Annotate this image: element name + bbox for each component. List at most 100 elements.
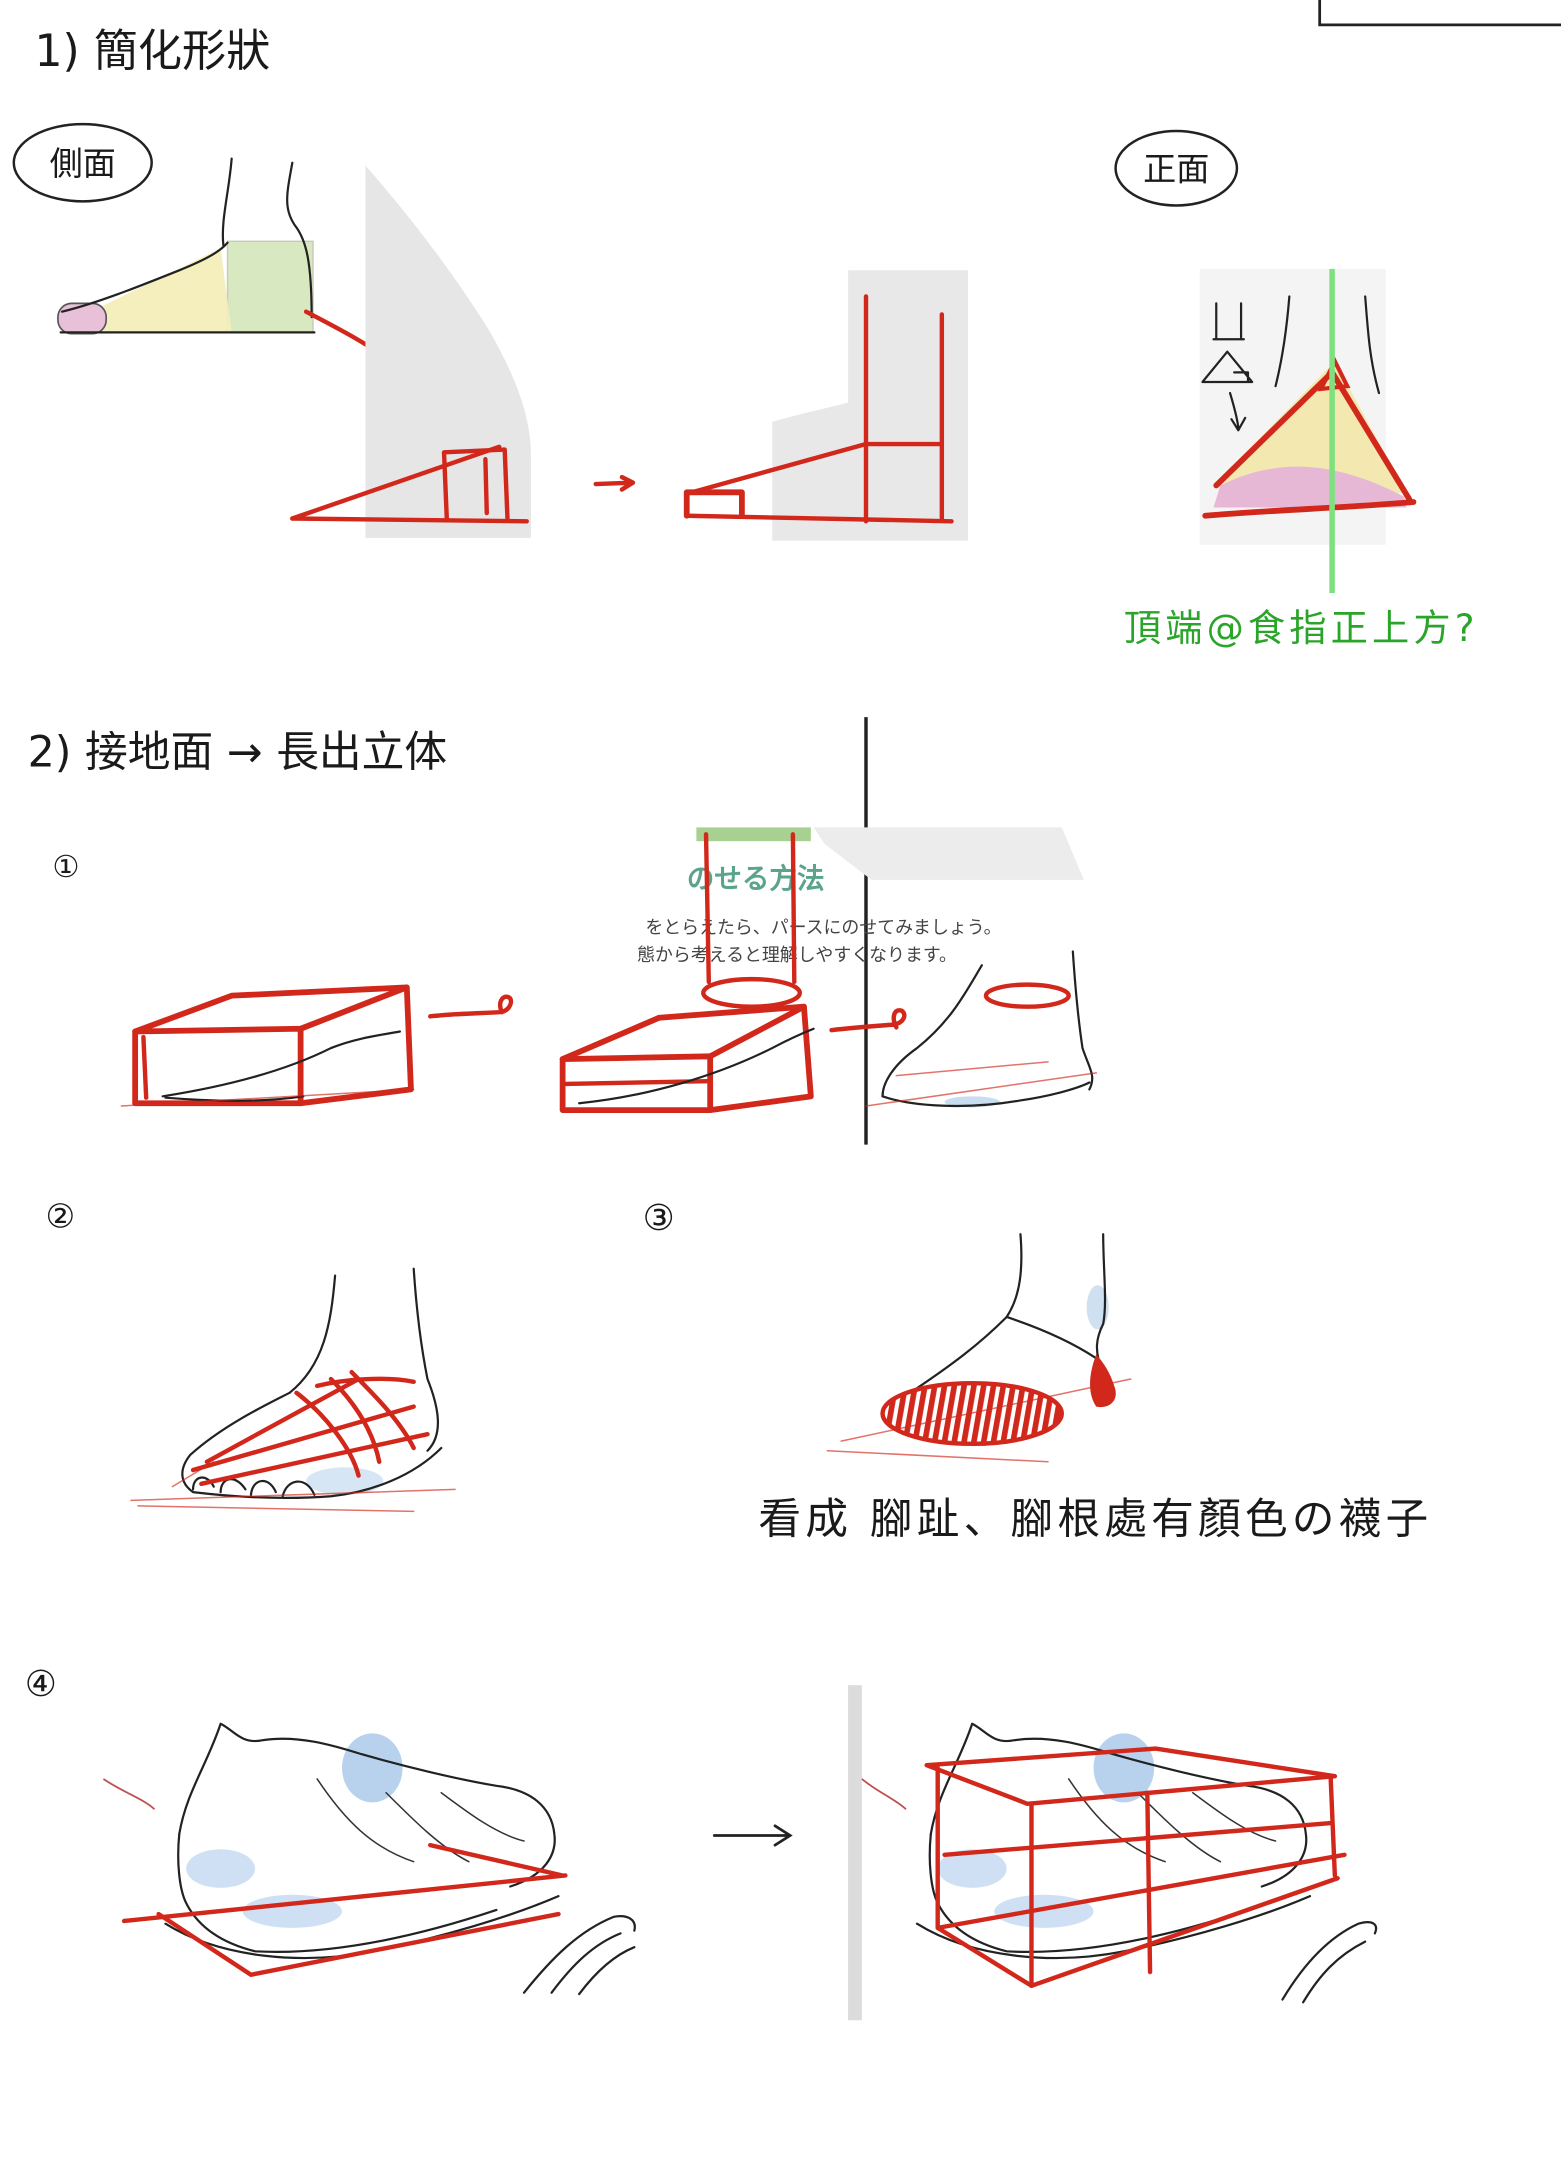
black-arrow (712, 1824, 793, 1847)
leg-right-line (1364, 295, 1381, 395)
sock-heel-area (1090, 1354, 1116, 1408)
toe-block (57, 302, 108, 335)
step1-marker: ① (52, 850, 79, 885)
toes-leg-front (288, 1274, 337, 1394)
side-label-text: 側面 (50, 144, 116, 183)
box1-front-inner (141, 1034, 149, 1100)
section2-title: 2) 接地面 → 長出立体 (28, 728, 448, 778)
shoe2-box-bottom (935, 1852, 1347, 1989)
toes-shadow (306, 1467, 384, 1495)
base-line (684, 513, 954, 524)
toes-red-structure (190, 1369, 430, 1487)
side-label-circle (12, 122, 153, 203)
shoe2-box-verticals (935, 1765, 1338, 1989)
red-arrow-shaft (593, 474, 636, 492)
toes-leg-back (412, 1267, 439, 1452)
shoe2-left-stroke (861, 1778, 907, 1810)
pink-base (1213, 466, 1407, 508)
section1-title: 1) 簡化形狀 (34, 26, 270, 77)
heel-box-inner (483, 457, 489, 516)
foot-sketch-sock (826, 1233, 1132, 1463)
red-arrow (593, 474, 636, 492)
sock-leg-front (909, 1233, 1023, 1394)
shoe-laces (316, 1778, 525, 1863)
wedge-line (684, 441, 869, 496)
step4-marker: ④ (25, 1664, 57, 1705)
box2-foot-outline (578, 1027, 815, 1105)
box2-pointer (829, 1008, 907, 1033)
shoe1-drawing (102, 1722, 636, 1996)
shoe-sketch-1 (102, 1722, 636, 1996)
shoe2-shadow-sole (994, 1894, 1094, 1928)
reference-green-bar (696, 827, 811, 842)
reference-line-1: をとらえたら、パースにのせてみましょう。 (645, 918, 1001, 939)
sock-instep (1005, 1315, 1098, 1360)
shoe-sketch-2 (848, 1685, 1378, 2021)
shoe1-ground-plane (121, 1842, 568, 1977)
foot3-sole (881, 1081, 1091, 1108)
box2-ankle-ring (701, 976, 803, 1009)
yellow-triangle (1216, 361, 1407, 494)
foot3-ankle-ring (983, 982, 1071, 1009)
frame-corner (1318, 0, 1561, 27)
gray-panel-2 (772, 270, 969, 541)
black-arrow-shaft (712, 1824, 793, 1847)
foot3-back-line (1071, 950, 1094, 1091)
ankle-block (226, 240, 314, 334)
foot-sketch-toes (130, 1267, 456, 1513)
box2-top (559, 1003, 807, 1062)
box-sketch-2 (559, 832, 907, 1114)
reference-image-strip: のせる方法 をとらえたら、パースにのせてみましょう。 態から考えると理解しやすく… (637, 827, 1084, 966)
shoe2-upper (929, 1722, 1308, 1888)
shoe2-drawing (861, 1722, 1378, 2004)
front-label-text: 正面 (1143, 150, 1209, 189)
leg-back-line (286, 161, 313, 319)
shoe2-box-middle (942, 1820, 1333, 1857)
side-view-colored-foot (57, 157, 403, 376)
foot-top-line (60, 241, 229, 313)
toes-ground (130, 1461, 456, 1513)
toes-foot-outline (181, 1391, 443, 1500)
arch-block (96, 248, 232, 334)
sock-ground (826, 1378, 1132, 1463)
foot-sketch-3 (865, 950, 1098, 1108)
shoe2-sole (915, 1895, 1312, 1960)
shoe-left-stroke (102, 1778, 156, 1810)
wedge-top (290, 444, 502, 521)
foot3-front-line (881, 964, 983, 1098)
side-view-simplified-blocks (683, 270, 969, 541)
mini-diagram-triangle (1201, 350, 1254, 384)
box1-ground (120, 1088, 415, 1107)
shoe-shadow-top (341, 1733, 403, 1803)
front-label-circle (1114, 129, 1239, 207)
side-label: 側面 (12, 122, 153, 203)
shoe2-hand-fragment (1281, 1921, 1378, 2004)
shoe2-heel (928, 1832, 1250, 1953)
shoe-upper (178, 1722, 556, 1888)
box1-foot-outline (161, 1030, 402, 1102)
heel-box (441, 447, 510, 521)
shoe2-shadow-side (937, 1849, 1007, 1888)
reference-line-2: 態から考えると理解しやすくなります。 (637, 945, 957, 966)
step2-marker: ② (46, 1196, 76, 1235)
box1-pointer (428, 994, 514, 1019)
wedge-base (290, 516, 529, 524)
red-ground-line (1202, 499, 1417, 519)
step3-marker: ③ (643, 1198, 675, 1239)
toe-box (683, 489, 745, 519)
front-view-foot (1199, 268, 1417, 593)
mini-diagram-lines (1212, 302, 1245, 341)
box-sketch-1 (120, 984, 514, 1107)
reference-heading: のせる方法 (687, 862, 825, 895)
box2-leg-back (790, 832, 797, 985)
side-view-block-sketch (290, 165, 531, 538)
foot3-ground (865, 1061, 1098, 1107)
front-label: 正面 (1114, 129, 1239, 207)
hand-fragment (522, 1915, 636, 1996)
sock-leg-back (1095, 1233, 1107, 1374)
box1-top (132, 984, 410, 1035)
shoe-shadow-side (186, 1849, 256, 1888)
leg-left-line (1274, 295, 1291, 388)
gray-panel (365, 165, 531, 538)
